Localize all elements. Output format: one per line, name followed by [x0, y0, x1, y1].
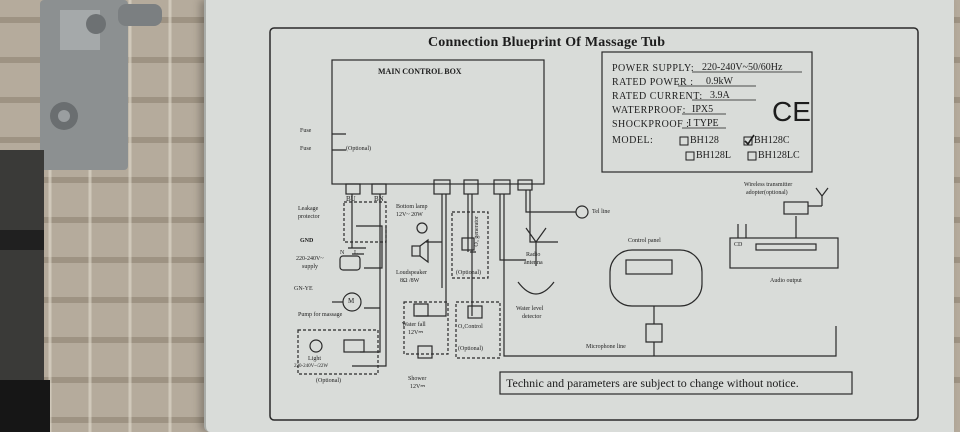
water-level-label-1: Water level	[516, 306, 544, 312]
radio-label-2: antenna	[524, 260, 543, 266]
spec-label-power-supply: POWER SUPPLY:	[612, 63, 695, 74]
metal-bracket	[40, 0, 162, 170]
waterfall-label-1: Water fall	[402, 322, 426, 328]
spec-label-rated-power: RATED POWER :	[612, 77, 694, 88]
supply-label-2: supply	[302, 264, 319, 270]
wiring-diagram	[269, 27, 919, 421]
light-label: Light	[308, 356, 321, 362]
bottom-lamp-label-1: Bottom lamp	[396, 204, 428, 210]
audio-output-label: Audio output	[770, 278, 802, 284]
spec-label-rated-current: RATED CURRENT:	[612, 91, 703, 102]
leakage-label-1: Leakage	[298, 206, 319, 212]
model-bh128lc: BH128LC	[758, 150, 800, 161]
o3-generator-label: O₃ generator	[474, 216, 480, 247]
n-label: N	[340, 250, 345, 256]
shower-label-2: 12V⎓	[410, 384, 426, 390]
fuse-optional-note: (Optional)	[346, 146, 371, 152]
leakage-label-2: protector	[298, 214, 320, 220]
o3-control-optional: (Optional)	[458, 346, 483, 352]
footer-notice: Technic and parameters are subject to ch…	[506, 376, 799, 390]
l-label: L	[354, 250, 358, 256]
bn-label: BN	[374, 195, 384, 203]
radio-label-1: Radio	[526, 252, 541, 258]
pump-label: Pump for massage	[298, 312, 343, 318]
gn-ye-label: GN-YE	[294, 286, 313, 292]
fuse-label-optional: Fuse	[300, 146, 312, 152]
spec-value-waterproof: IPX5	[692, 104, 714, 115]
spec-value-shockproof: I TYPE	[688, 118, 719, 129]
loudspeaker-label-2: 8Ω /8W	[400, 278, 420, 284]
light-optional: (Optional)	[316, 378, 341, 384]
shower-label-1: Shower	[408, 376, 427, 382]
model-bh128: BH128	[690, 135, 719, 146]
spec-label-shockproof: SHOCKPROOF :	[612, 119, 690, 130]
spec-value-rated-current: 3.9A	[710, 90, 730, 101]
connection-blueprint-sticker: Connection Blueprint Of Massage Tub POWE…	[236, 16, 936, 428]
model-bh128c: BH128C	[754, 135, 790, 146]
wireless-label-2: adopter(optional)	[746, 190, 788, 196]
wireless-label-1: Wireless transmitter	[744, 182, 793, 188]
spec-label-waterproof: WATERPROOF:	[612, 105, 686, 116]
spec-value-rated-power: 0.9kW	[706, 76, 733, 87]
ce-mark: CE	[772, 96, 811, 127]
waterfall-label-2: 12V⎓	[408, 330, 424, 336]
control-panel-label: Control panel	[628, 238, 661, 244]
model-label: MODEL:	[612, 135, 654, 146]
microphone-line-label: Microphone line	[586, 344, 626, 350]
supply-label-1: 220-240V~	[296, 256, 324, 262]
o3-generator-optional: (Optional)	[456, 270, 481, 276]
control-box-lid	[204, 0, 954, 432]
bottom-lamp-label-2: 12V~ 20W	[396, 212, 423, 218]
blueprint-title: Connection Blueprint Of Massage Tub	[428, 35, 666, 50]
model-checkbox-bh128	[679, 136, 689, 146]
model-checkbox-bh128lc	[747, 151, 757, 161]
water-level-label-2: detector	[522, 314, 542, 320]
tel-line-label: Tel line	[592, 209, 611, 215]
gnd-label: GND	[300, 238, 314, 244]
fuse-label: Fuse	[300, 128, 312, 134]
loudspeaker-label-1: Loudspeaker	[396, 270, 427, 276]
model-bh128l: BH128L	[696, 150, 731, 161]
spec-value-power-supply: 220-240V~50/60Hz	[702, 62, 783, 73]
main-control-box-label: MAIN CONTROL BOX	[378, 67, 462, 76]
bu-label: BU	[346, 195, 356, 203]
o3-control-label: O₃Control	[458, 324, 483, 330]
dark-pipe	[0, 150, 50, 432]
cd-label: CD	[734, 242, 743, 248]
model-checkbox-bh128l	[685, 151, 695, 161]
motor-icon: M	[348, 297, 355, 305]
light-spec-label: 220-240V~/22W	[294, 364, 329, 369]
